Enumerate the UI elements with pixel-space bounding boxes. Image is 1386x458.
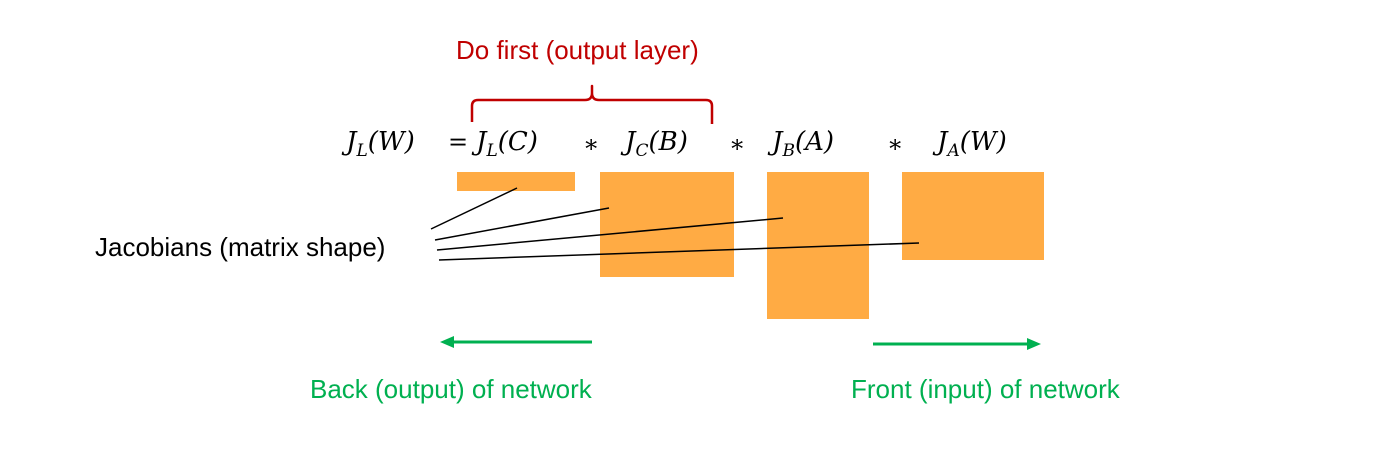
front-of-network-label: Front (input) of network — [851, 374, 1120, 404]
multiply-operator-2: ∗ — [729, 130, 746, 158]
term-sub: B — [782, 141, 795, 161]
term-arg: (B) — [648, 127, 688, 157]
term-arg: (A) — [794, 127, 835, 157]
term-base: J — [625, 127, 636, 157]
jacobians-label: Jacobians (matrix shape) — [95, 232, 386, 262]
term-base: J — [772, 127, 783, 157]
term-sub: L — [486, 141, 498, 161]
back-arrow-head — [440, 336, 454, 348]
term-jl-c: JL(C) — [476, 129, 538, 160]
front-arrow-head — [1027, 338, 1041, 350]
pointer-line-2 — [434, 207, 610, 241]
pointer-line-3 — [436, 217, 784, 251]
curly-brace — [470, 84, 714, 124]
term-arg: (C) — [497, 127, 538, 157]
lhs-sub: L — [356, 141, 368, 161]
equals-sign: = — [448, 128, 469, 156]
term-base: J — [476, 127, 487, 157]
term-jc-b: JC(B) — [625, 129, 688, 160]
term-jb-a: JB(A) — [772, 129, 834, 160]
multiply-operator-1: ∗ — [583, 130, 600, 158]
lhs-base: J — [346, 127, 357, 157]
equation-lhs: JL(W) — [346, 129, 415, 160]
pointer-line-1 — [430, 187, 518, 230]
term-arg: (W) — [959, 127, 1007, 157]
back-of-network-label: Back (output) of network — [310, 374, 592, 404]
do-first-annotation: Do first (output layer) — [456, 35, 699, 65]
lhs-arg: (W) — [367, 127, 415, 157]
term-sub: C — [635, 141, 649, 161]
jacobian-block-jl-c — [457, 172, 575, 191]
pointer-line-4 — [438, 242, 920, 261]
term-ja-w: JA(W) — [937, 129, 1007, 160]
jacobian-block-ja-w — [902, 172, 1044, 260]
term-base: J — [937, 127, 948, 157]
multiply-operator-3: ∗ — [887, 130, 904, 158]
term-sub: A — [947, 141, 960, 161]
